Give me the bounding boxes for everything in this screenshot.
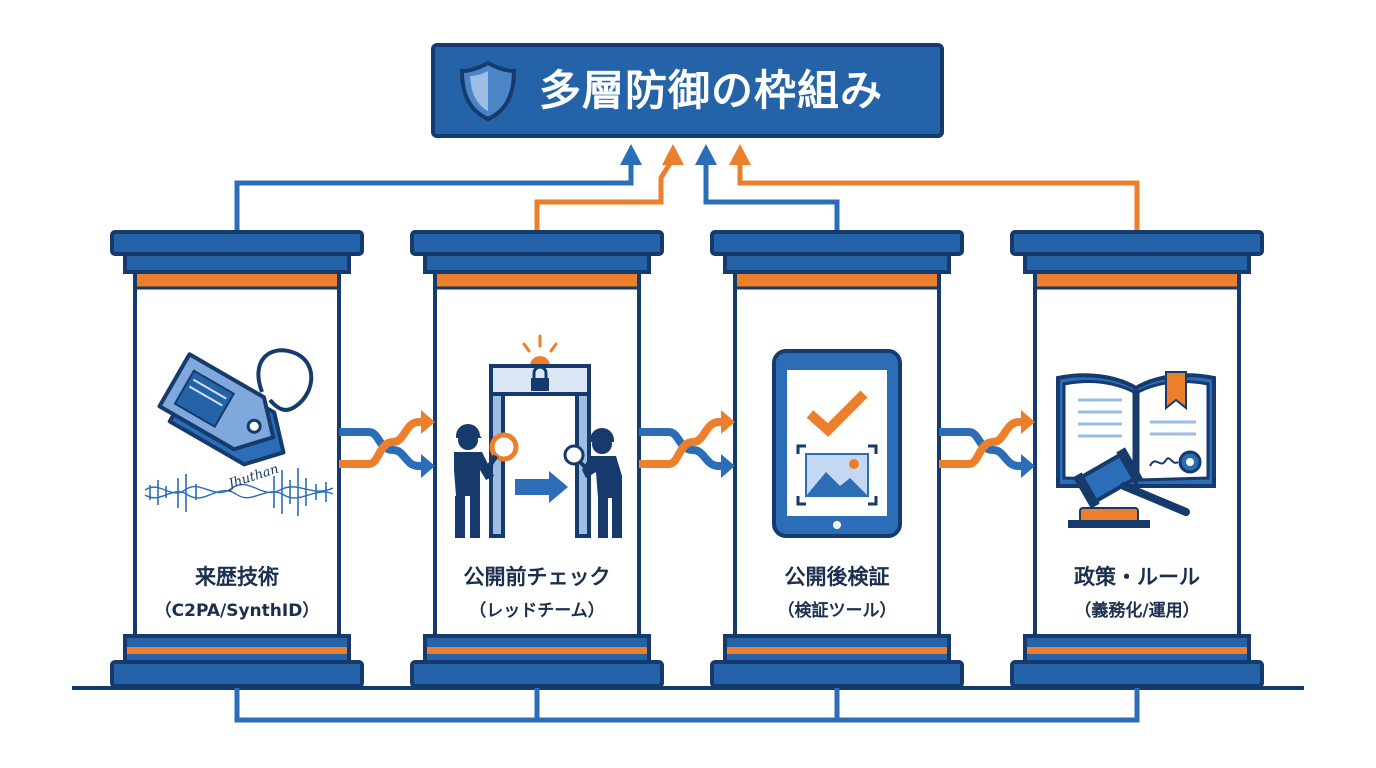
connector-postpublish [703,160,840,232]
top-connectors [234,158,1140,232]
pillar-link-1 [339,410,435,478]
connector-prepublish [534,158,675,232]
shield-icon [459,60,517,122]
pillar-capital-band [123,252,351,274]
bottom-connector [234,686,1140,723]
pillar-provenance [110,230,364,688]
pillar-title: 来歴技術 [195,565,279,589]
pillar-subtitle: （C2PA/SynthID） [154,601,320,621]
pillar-label-policy: 政策・ルール （義務化/運用） [1037,562,1237,624]
pillar-plinth [110,660,364,688]
tag-watermark-icon: Jhuthan [144,348,334,516]
pillar-base-stripe [727,647,947,654]
law-book-gavel-icon [1056,371,1216,528]
connector-policy [737,160,1140,232]
tablet-verification-icon [772,349,902,538]
pillar-label-prepublish: 公開前チェック （レッドチーム） [437,562,637,624]
pillar-top-stripe [1037,274,1237,288]
pillar-top-stripe [137,274,337,288]
pillar-capital [410,230,664,256]
security-gate-inspection-icon [454,334,622,538]
pillar-plinth [1010,660,1264,688]
framework-title: 多層防御の枠組み [539,66,884,115]
pillar-capital [110,230,364,256]
connector-arrowheads [620,144,751,165]
pillar-base-stripe [127,647,347,654]
pillar-title: 政策・ルール [1074,565,1200,589]
pillar-capital [710,230,964,256]
pillar-base-stripe [1027,647,1247,654]
pillar-subtitle: （義務化/運用） [1074,601,1200,621]
pillar-capital-band [723,252,951,274]
connector-provenance [234,160,634,232]
pillar-label-postpublish: 公開後検証 （検証ツール） [737,562,937,624]
pillar-plinth [710,660,964,688]
pillar-top-stripe [437,274,637,288]
pillar-subtitle: （レッドチーム） [469,601,605,621]
pillar-capital-band [1023,252,1251,274]
pillar-capital [1010,230,1264,256]
pillar-label-provenance: 来歴技術 （C2PA/SynthID） [137,562,337,624]
pillar-link-2 [639,410,735,478]
pillar-plinth [410,660,664,688]
pillar-top-stripe [737,274,937,288]
pillar-link-3 [939,410,1035,478]
framework-title-banner: 多層防御の枠組み [431,43,944,138]
pillar-subtitle: （検証ツール） [777,601,897,621]
pillar-base-stripe [427,647,647,654]
pillar-title: 公開前チェック [463,565,611,589]
pillar-title: 公開後検証 [784,565,890,589]
pillar-capital-band [423,252,651,274]
